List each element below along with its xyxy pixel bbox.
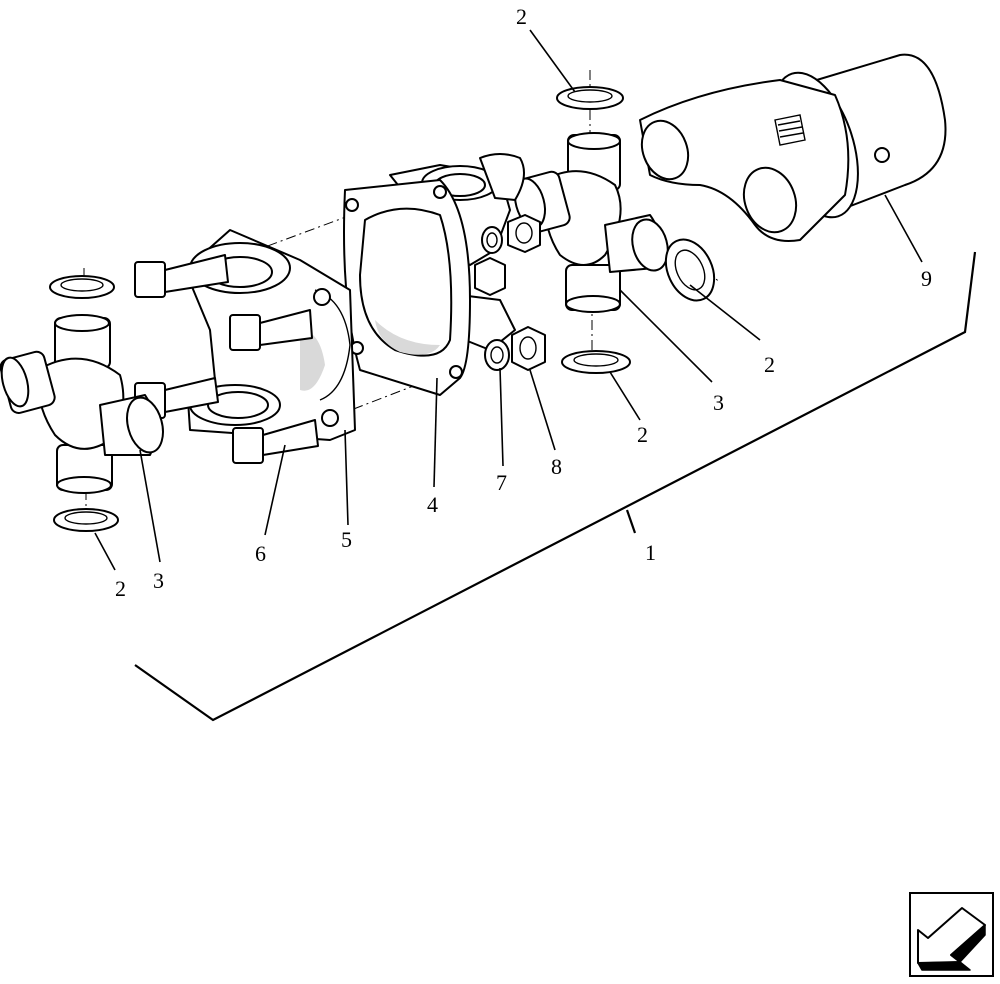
callout-2-mid: 2 <box>637 422 648 447</box>
snap-ring-right <box>664 238 716 302</box>
snap-ring-mid <box>561 350 631 374</box>
assembly-bracket-tick <box>625 509 637 534</box>
callout-2-right: 2 <box>764 352 775 377</box>
callouts: 1 2 2 2 2 3 3 4 5 6 7 8 9 <box>115 4 932 601</box>
snap-ring-left-top <box>49 275 115 299</box>
callout-3-left: 3 <box>153 568 164 593</box>
callout-9: 9 <box>921 266 932 291</box>
assembly-bracket <box>134 251 977 722</box>
callout-7: 7 <box>496 470 507 495</box>
snap-ring-top <box>556 86 624 110</box>
callout-1: 1 <box>645 540 656 565</box>
callout-6: 6 <box>255 541 266 566</box>
center-flange-housing <box>343 153 525 396</box>
universal-joint-right <box>514 132 669 313</box>
callout-2-top: 2 <box>516 4 527 29</box>
leader-lines <box>94 29 923 571</box>
callout-5: 5 <box>341 527 352 552</box>
hex-nuts <box>474 214 546 371</box>
lock-washers <box>481 226 510 371</box>
slip-yoke-shaft <box>639 53 947 242</box>
universal-joint-left <box>0 314 164 494</box>
previous-page-button[interactable] <box>909 892 994 977</box>
callout-3-right: 3 <box>713 390 724 415</box>
callout-8: 8 <box>551 454 562 479</box>
callout-4: 4 <box>427 492 438 517</box>
callout-2-left: 2 <box>115 576 126 601</box>
left-arrow-icon <box>917 907 986 971</box>
snap-ring-left-bottom <box>53 508 119 532</box>
